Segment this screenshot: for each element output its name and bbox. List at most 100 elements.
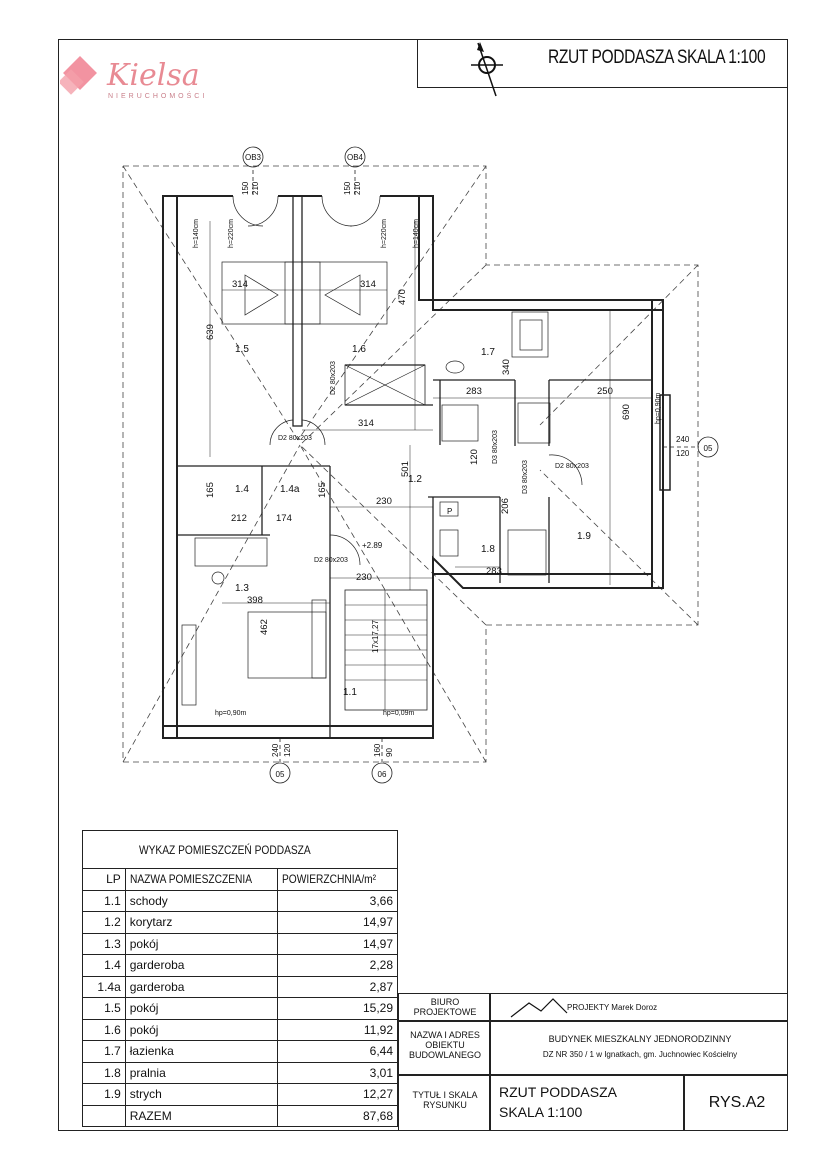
dim-text: 283 bbox=[486, 566, 502, 577]
room-label-1-4: 1.4 bbox=[235, 484, 249, 495]
room-lp: 1.1 bbox=[82, 889, 126, 912]
north-arrow-icon bbox=[471, 42, 503, 97]
door-label: D2 80x203 bbox=[278, 435, 312, 442]
dim-text: 210 bbox=[251, 181, 260, 195]
dim-text: 230 bbox=[376, 496, 392, 507]
empty-cell bbox=[82, 1104, 126, 1127]
room-name: pralnia bbox=[124, 1061, 279, 1084]
dim-text: 90 bbox=[385, 748, 394, 757]
sheet-number-cell: RYS.A2 bbox=[684, 1075, 788, 1131]
room-name: korytarz bbox=[124, 911, 279, 934]
dim-text: 230 bbox=[356, 572, 372, 583]
axis-label-ob4: OB4 bbox=[347, 153, 364, 162]
door-label: D2 80x203 bbox=[314, 557, 348, 564]
dim-text: 462 bbox=[259, 619, 270, 635]
room-table-header-area: POWIERZCHNIA/m² bbox=[277, 868, 398, 891]
room-lp: 1.5 bbox=[82, 997, 126, 1020]
room-label-1-1: 1.1 bbox=[343, 687, 357, 698]
room-lp: 1.4 bbox=[82, 954, 126, 977]
room-name: pokój bbox=[124, 997, 279, 1020]
drawing-scale: SKALA 1:100 bbox=[499, 1104, 583, 1120]
room-area: 11,92 bbox=[277, 1018, 398, 1041]
dim-text: 314 bbox=[360, 279, 376, 290]
axis-label-ob3: OB3 bbox=[245, 153, 262, 162]
boiler-label: P bbox=[447, 507, 452, 516]
dim-text: 398 bbox=[247, 595, 263, 606]
dim-text: 283 bbox=[466, 386, 482, 397]
room-area: 6,44 bbox=[277, 1040, 398, 1063]
office-name: PROJEKTY Marek Doroz bbox=[567, 1003, 658, 1012]
height-label: hp=0,90m bbox=[215, 710, 246, 717]
room-area: 2,28 bbox=[277, 954, 398, 977]
height-label: hp=0,09m bbox=[383, 710, 414, 717]
height-label: hp=0,90m bbox=[655, 393, 662, 424]
dim-text: 639 bbox=[205, 324, 216, 340]
dim-text: 210 bbox=[353, 181, 362, 195]
dim-text: 314 bbox=[358, 418, 374, 429]
room-lp: 1.4a bbox=[82, 975, 126, 998]
door-label: D2 80x203 bbox=[555, 463, 589, 470]
room-area: 12,27 bbox=[277, 1083, 398, 1106]
stairs-label: 17x17,27 bbox=[371, 620, 380, 653]
room-label-1-2: 1.2 bbox=[408, 474, 422, 485]
dim-text: 240 bbox=[676, 435, 690, 444]
axis-label-06: 06 bbox=[378, 770, 387, 779]
height-label: h=140cm bbox=[193, 219, 200, 248]
dim-text: 212 bbox=[231, 513, 247, 524]
dim-text: 250 bbox=[597, 386, 613, 397]
object-label-cell: NAZWA I ADRES OBIEKTU BUDOWLANEGO bbox=[398, 1021, 490, 1075]
room-area: 15,29 bbox=[277, 997, 398, 1020]
drawing-title: RZUT PODDASZA bbox=[499, 1084, 617, 1100]
room-label-1-7: 1.7 bbox=[481, 347, 495, 358]
dim-text: 160 bbox=[373, 743, 382, 757]
object-label: NAZWA I ADRES OBIEKTU BUDOWLANEGO bbox=[408, 1030, 481, 1060]
dim-text: 501 bbox=[400, 461, 411, 477]
logo-icon bbox=[60, 56, 97, 95]
drawing-label: TYTUŁ I SKALA RYSUNKU bbox=[412, 1090, 478, 1110]
total-area: 87,68 bbox=[277, 1104, 398, 1127]
level-label: +2.89 bbox=[362, 541, 383, 550]
dim-text: 120 bbox=[469, 449, 480, 465]
room-name: pokój bbox=[124, 932, 279, 955]
door-label: D2 80x203 bbox=[330, 361, 337, 395]
room-lp: 1.2 bbox=[82, 911, 126, 934]
dim-text: 165 bbox=[317, 482, 328, 498]
room-area: 2,87 bbox=[277, 975, 398, 998]
room-label-1-5: 1.5 bbox=[235, 344, 249, 355]
room-table: WYKAZ POMIESZCZEŃ PODDASZA LP NAZWA POMI… bbox=[82, 830, 398, 1127]
drawing-label-cell: TYTUŁ I SKALA RYSUNKU bbox=[398, 1075, 490, 1131]
dim-text: 690 bbox=[621, 404, 632, 420]
room-area: 14,97 bbox=[277, 932, 398, 955]
height-label: h=140cm bbox=[413, 219, 420, 248]
object-name-cell: BUDYNEK MIESZKALNY JEDNORODZINNY DZ NR 3… bbox=[490, 1021, 788, 1075]
room-lp: 1.9 bbox=[82, 1083, 126, 1106]
room-label-1-6: 1.6 bbox=[352, 344, 366, 355]
dim-text: 174 bbox=[276, 513, 292, 524]
sheet-number: RYS.A2 bbox=[708, 1094, 766, 1111]
door-label: D3 80x203 bbox=[492, 430, 499, 464]
room-lp: 1.8 bbox=[82, 1061, 126, 1084]
dim-text: 150 bbox=[343, 181, 352, 195]
dim-text: 120 bbox=[283, 743, 292, 757]
door-label: D3 80x203 bbox=[522, 460, 529, 494]
room-table-header-name: NAZWA POMIESZCZENIA bbox=[124, 868, 279, 891]
room-label-1-9: 1.9 bbox=[577, 531, 591, 542]
room-lp: 1.7 bbox=[82, 1040, 126, 1063]
room-label-1-4a: 1.4a bbox=[280, 484, 300, 495]
room-area: 3,66 bbox=[277, 889, 398, 912]
dim-text: 470 bbox=[397, 289, 408, 305]
room-label-1-8: 1.8 bbox=[481, 544, 495, 555]
room-name: strych bbox=[124, 1083, 279, 1106]
office-logo-icon bbox=[510, 998, 568, 1018]
room-name: pokój bbox=[124, 1018, 279, 1041]
room-label-1-3: 1.3 bbox=[235, 583, 249, 594]
title-box bbox=[417, 39, 788, 88]
office-name-cell: PROJEKTY Marek Doroz bbox=[490, 993, 788, 1021]
